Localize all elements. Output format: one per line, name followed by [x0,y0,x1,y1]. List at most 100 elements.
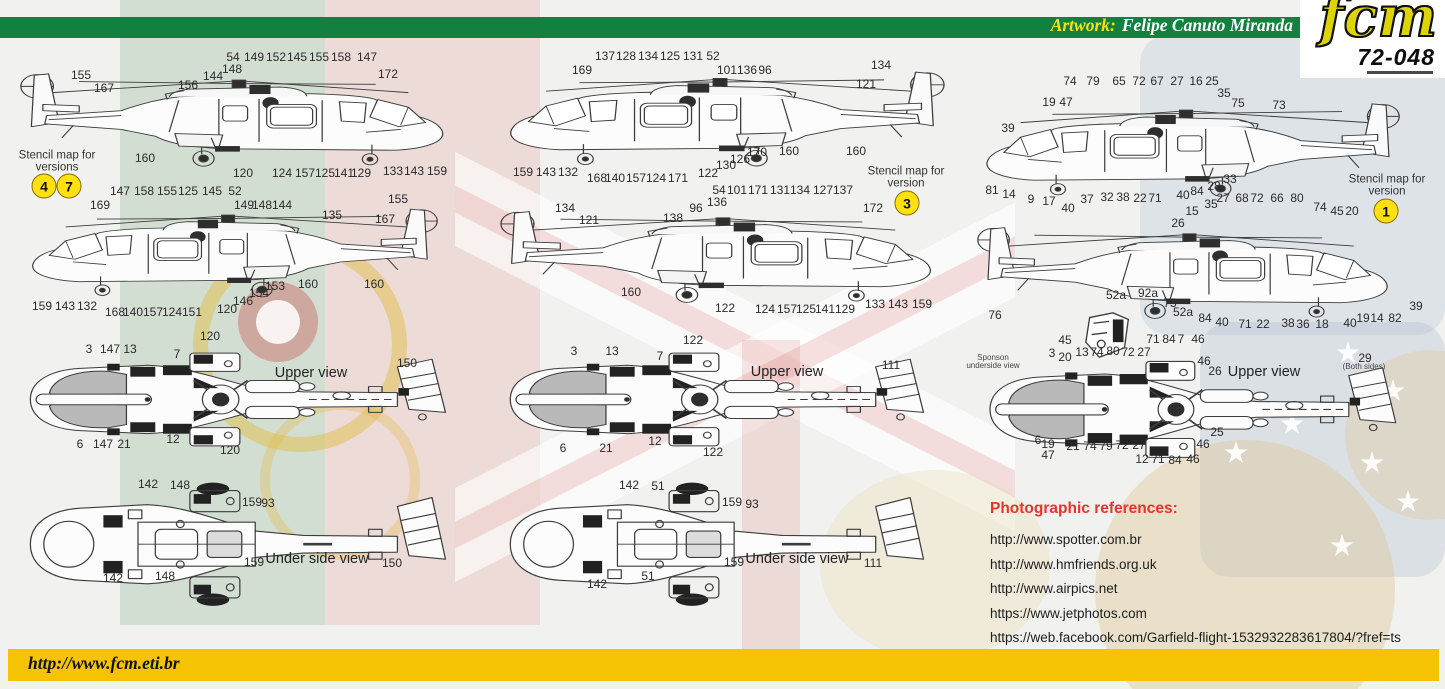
callout-number: 25 [1210,425,1224,439]
callout-number: 131 [769,183,791,197]
callout-number: 143 [887,297,909,311]
callout-number: 51 [651,479,665,493]
callout-number: 84 [1198,311,1212,325]
callout-number: 52a [1172,305,1194,319]
callout-number: 101 [716,63,738,77]
callout-number: 12 [166,432,180,446]
callout-number: 120 [219,443,241,457]
callout-number: 136 [736,63,758,77]
callout-number: 54 [226,50,240,64]
callout-number: 67 [1150,74,1164,88]
callout-number: 159 [426,164,448,178]
callout-number: 72 [1121,345,1135,359]
callout-number: 7 [656,349,664,363]
callout-number: 40 [1061,201,1075,215]
callout-number: 16 [1189,74,1203,88]
callout-number: 120 [232,166,254,180]
callout-number: 125 [177,184,199,198]
view-label: Upper view [1227,363,1301,380]
callout-number: 167 [374,212,396,226]
callout-number: 122 [702,445,724,459]
stencil-note-line: version [1368,185,1406,198]
callout-number: 6 [1034,433,1042,447]
view-label: Under side view [745,550,849,567]
callout-number: 84 [1162,332,1176,346]
callout-number: 52a [1105,288,1127,302]
callout-number: 13 [605,344,619,358]
callout-number: (Both sides) [1342,362,1386,371]
callout-number: 142 [102,571,124,585]
callout-number: 172 [862,201,884,215]
callout-number: 134 [554,201,576,215]
header-bar: Artwork:Felipe Canuto Miranda [0,15,1445,38]
callout-number: 160 [620,285,642,299]
version-badge-1: 1 [1373,198,1399,224]
callout-number: 120 [199,329,221,343]
callout-number: 82 [1388,311,1402,325]
callout-number: 79 [1099,439,1113,453]
callout-number: 146 [232,294,254,308]
callout-number: 66 [1270,191,1284,205]
callout-number: 92a [1137,286,1159,300]
callout-number: 140 [604,171,626,185]
callout-number: 3 [1048,346,1056,360]
stencil-note-line: Stencil map for [1348,173,1426,186]
callout-number: 134 [789,183,811,197]
callout-number: 121 [855,77,877,91]
callout-number: 144 [271,198,293,212]
callout-number: 155 [387,192,409,206]
callout-number: 153 [264,279,286,293]
callout-number: 7 [1177,332,1185,346]
callout-number: 46 [1186,452,1200,466]
callout-number: 129 [834,302,856,316]
callout-number: 125 [314,166,336,180]
callout-number: 143 [54,299,76,313]
callout-number: 7 [173,347,181,361]
callout-number: 111 [863,556,883,570]
callout-number: 111 [881,358,901,372]
callout-number: 143 [403,164,425,178]
callout-number: 121 [578,213,600,227]
callout-number: 167 [93,81,115,95]
artist-name: Felipe Canuto Miranda [1121,15,1293,35]
callout-number: 159 [243,555,265,569]
callout-number: 12 [1135,452,1149,466]
callout-number: 171 [747,183,769,197]
callout-number: 26 [1171,216,1185,230]
callout-number: 124 [645,171,667,185]
callout-number: 21 [1066,439,1080,453]
callout-number: 143 [535,165,557,179]
callout-number: 39 [1001,121,1015,135]
view-label: Upper view [274,364,348,381]
callout-number: 159 [911,297,933,311]
callout-number: 27 [1170,74,1184,88]
callout-number: 151 [181,305,203,319]
callout-number: 45 [1330,204,1344,218]
callout-number: 51 [641,569,655,583]
callout-number: 46 [1197,354,1211,368]
callout-number: 33 [1223,172,1237,186]
callout-number: 148 [221,62,243,76]
callout-number: 138 [662,211,684,225]
callout-number: 52 [228,184,242,198]
callout-number: 74 [1063,74,1077,88]
callout-number: 149 [243,50,265,64]
callout-number: 71 [1151,452,1165,466]
callout-number: 152 [265,50,287,64]
callout-number: 171 [667,171,689,185]
callout-number: 84 [1190,184,1204,198]
callout-number: 169 [89,198,111,212]
callout-number: 21 [599,441,613,455]
callout-number: 38 [1116,190,1130,204]
callout-number: 158 [133,184,155,198]
callout-number: 155 [308,50,330,64]
callout-number: 17 [1042,194,1056,208]
callout-number: 131 [682,49,704,63]
callout-number: 18 [1315,317,1329,331]
callout-number: 147 [356,50,378,64]
callout-number: 140 [122,305,144,319]
callout-number: 125 [659,49,681,63]
callout-number: 93 [745,497,759,511]
callout-number: 9 [1027,192,1035,206]
stencil-note-line: Stencil map for [18,149,96,162]
